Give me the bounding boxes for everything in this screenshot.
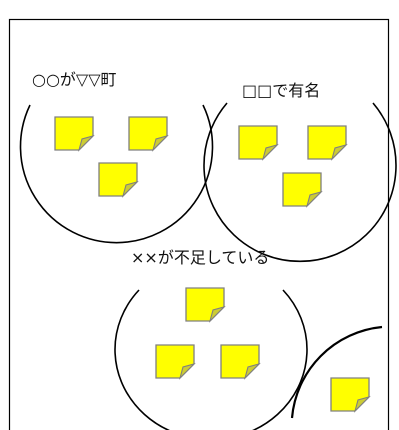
cluster-label-2: □□で有名: [242, 81, 321, 100]
sticky-note-icon: [128, 116, 168, 151]
cluster-label-3: ××が不足している: [131, 248, 270, 267]
sticky-note-icon: [98, 162, 138, 197]
sticky-note-icon: [330, 377, 370, 412]
sticky-note-icon: [282, 172, 322, 207]
sticky-note-icon: [220, 344, 260, 379]
sticky-note-icon: [307, 125, 347, 160]
sticky-note-icon: [155, 344, 195, 379]
outer-border: [8, 18, 390, 430]
cluster-circle-3: [114, 289, 308, 430]
cluster-circle-4: [290, 325, 383, 419]
sticky-note-icon: [185, 287, 225, 322]
cluster-circle-2: [203, 102, 397, 263]
cluster-circle-1: [19, 104, 214, 244]
sticky-note-icon: [238, 125, 278, 160]
cluster-label-1: ○○が▽▽町: [32, 70, 117, 89]
sticky-note-icon: [54, 116, 94, 151]
